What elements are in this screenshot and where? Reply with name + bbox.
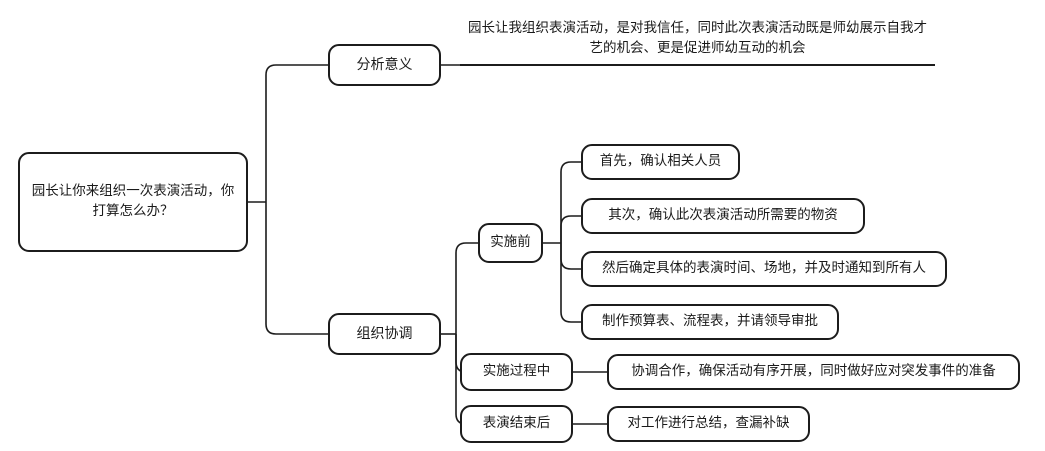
sub-node-before[interactable]: 实施前 (478, 223, 543, 263)
leaf-node-cooperation-label: 协调合作，确保活动有序开展，同时做好应对突发事件的准备 (631, 363, 996, 380)
sub-node-after[interactable]: 表演结束后 (460, 405, 573, 443)
sub-node-during[interactable]: 实施过程中 (460, 353, 573, 391)
leaf-node-summary-label: 对工作进行总结，查漏补缺 (627, 415, 790, 432)
sub-node-before-label: 实施前 (490, 234, 531, 251)
connector-before-to-leaf-4 (560, 243, 581, 323)
leaf-node-budget[interactable]: 制作预算表、流程表，并请领导审批 (581, 304, 839, 340)
root-node[interactable]: 园长让你来组织一次表演活动，你打算怎么办？ (18, 152, 248, 252)
connector-before-to-leaf-1 (560, 161, 581, 243)
leaf-node-summary[interactable]: 对工作进行总结，查漏补缺 (607, 406, 810, 442)
branch-node-analysis[interactable]: 分析意义 (328, 44, 441, 86)
leaf-node-time-venue-label: 然后确定具体的表演时间、场地，并及时通知到所有人 (602, 260, 926, 277)
leaf-node-time-venue[interactable]: 然后确定具体的表演时间、场地，并及时通知到所有人 (581, 251, 947, 287)
branch-node-analysis-label: 分析意义 (356, 56, 413, 73)
branch-node-organize[interactable]: 组织协调 (328, 313, 441, 355)
connector-before-to-leaf-2 (560, 215, 581, 243)
connector-root-to-analysis (265, 64, 328, 202)
sub-node-after-label: 表演结束后 (482, 415, 551, 432)
leaf-node-materials-label: 其次，确认此次表演活动所需要的物资 (608, 207, 838, 224)
connector-organize-to-before (455, 242, 478, 334)
leaf-node-personnel-label: 首先，确认相关人员 (599, 153, 722, 170)
connector-root-to-organize (265, 202, 328, 335)
leaf-node-materials[interactable]: 其次，确认此次表演活动所需要的物资 (581, 198, 865, 234)
leaf-node-personnel[interactable]: 首先，确认相关人员 (581, 144, 740, 180)
leaf-node-cooperation[interactable]: 协调合作，确保活动有序开展，同时做好应对突发事件的准备 (607, 354, 1020, 390)
leaf-node-budget-label: 制作预算表、流程表，并请领导审批 (602, 313, 818, 330)
analysis-detail-text[interactable]: 园长让我组织表演活动，是对我信任，同时此次表演活动既是师幼展示自我才艺的机会、更… (460, 18, 935, 66)
root-node-label: 园长让你来组织一次表演活动，你打算怎么办？ (31, 183, 235, 219)
connector-before-to-leaf-3 (560, 243, 581, 270)
branch-node-organize-label: 组织协调 (356, 325, 413, 342)
sub-node-during-label: 实施过程中 (482, 363, 551, 380)
analysis-detail-text-label: 园长让我组织表演活动，是对我信任，同时此次表演活动既是师幼展示自我才艺的机会、更… (468, 20, 927, 57)
